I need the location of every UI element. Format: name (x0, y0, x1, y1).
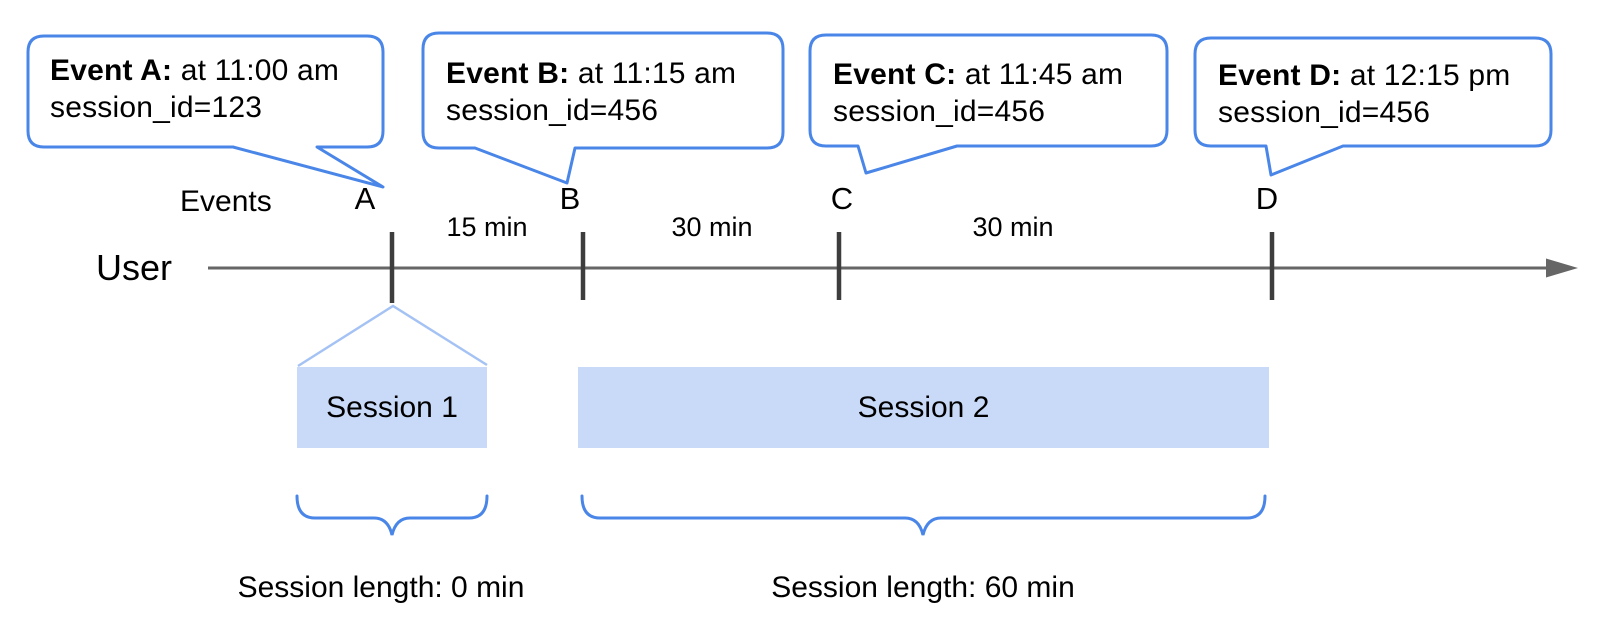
event-letter-d: D (1255, 181, 1279, 216)
callout-bubble-event-c (808, 33, 1169, 175)
session1-length-label: Session length: 0 min (237, 571, 525, 604)
callout-line1: Event C: at 11:45 am (833, 56, 1123, 93)
event-c-time: at 11:45 am (956, 58, 1124, 91)
event-c-session-id: session_id=456 (833, 95, 1046, 128)
session2-bar (578, 367, 1269, 448)
callout-bubble-event-d (1193, 36, 1553, 177)
session1-bar (297, 367, 487, 448)
callout-text-event-c: Event C: at 11:45 am session_id=456 (833, 56, 1123, 130)
event-d-title: Event D: (1218, 59, 1342, 92)
callout-text-event-b: Event B: at 11:15 am session_id=456 (446, 55, 736, 129)
event-letter-a: A (354, 181, 376, 216)
event-letter-b: B (559, 181, 581, 216)
timeline-arrowhead-icon (1546, 258, 1578, 278)
interval-label-a-b: 15 min (446, 212, 528, 242)
session2-name: Session 2 (857, 390, 990, 424)
session1-brace (295, 494, 489, 536)
event-a-session-id: session_id=123 (50, 91, 263, 124)
event-b-session-id: session_id=456 (446, 94, 659, 127)
callout-bubble-event-b (421, 31, 785, 185)
event-c-title: Event C: (833, 58, 957, 91)
session2-length-label: Session length: 60 min (771, 571, 1075, 604)
session2-brace (580, 494, 1267, 536)
event-b-time: at 11:15 am (569, 57, 737, 90)
callout-text-event-d: Event D: at 12:15 pm session_id=456 (1218, 57, 1510, 131)
event-letter-c: C (830, 181, 854, 216)
callout-line1: Event B: at 11:15 am (446, 55, 736, 92)
callout-bubble-event-a (26, 34, 385, 189)
events-axis-label: Events (180, 185, 272, 218)
event-d-session-id: session_id=456 (1218, 96, 1431, 129)
callout-line1: Event D: at 12:15 pm (1218, 57, 1510, 94)
callout-line1: Event A: at 11:00 am (50, 52, 339, 89)
event-a-title: Event A: (50, 54, 173, 87)
interval-label-b-c: 30 min (671, 212, 753, 242)
session1-name: Session 1 (326, 390, 458, 424)
user-axis-label: User (96, 247, 173, 288)
callout-text-event-a: Event A: at 11:00 am session_id=123 (50, 52, 339, 126)
session1-funnel-lines (297, 304, 488, 368)
interval-label-c-d: 30 min (972, 212, 1054, 242)
event-a-time: at 11:00 am (172, 54, 340, 87)
event-d-time: at 12:15 pm (1341, 59, 1511, 92)
event-b-title: Event B: (446, 57, 570, 90)
